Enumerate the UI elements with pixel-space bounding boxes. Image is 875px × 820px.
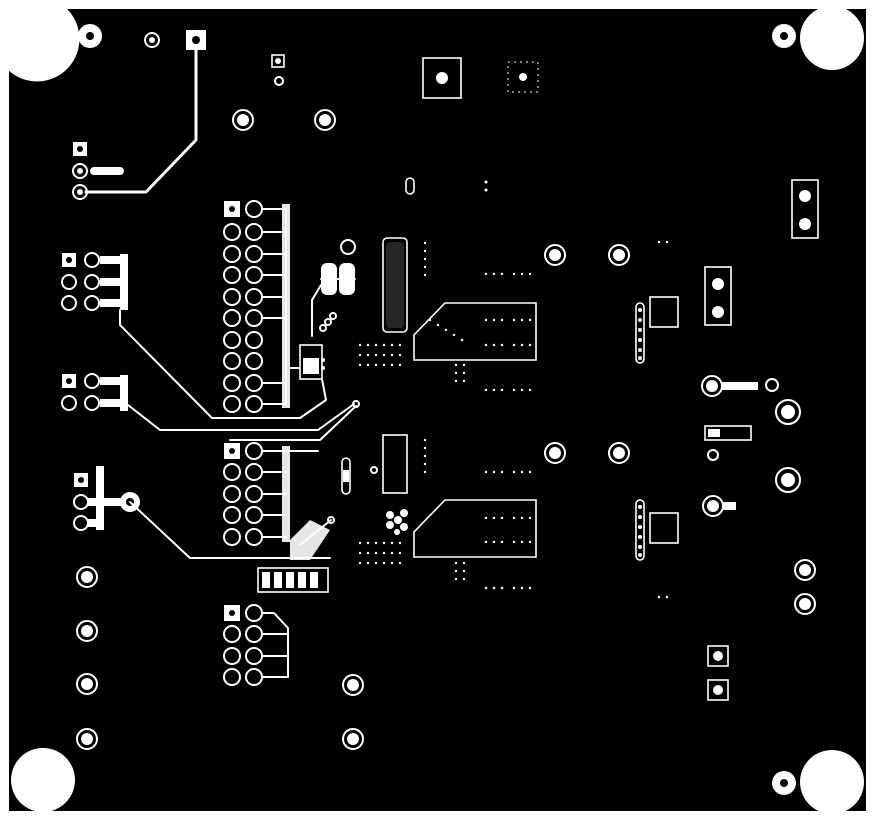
connector-left-lower [73,466,331,750]
connector-header-bottom [223,604,364,750]
top-pads [144,30,539,195]
connector-header-upper [223,200,290,413]
ic-area-lower [358,434,679,599]
connector-header-lower [223,400,360,593]
board-outline [7,7,868,813]
ic-area-upper [358,237,679,392]
right-components [701,179,819,701]
connector-left-mid [61,252,355,431]
component-cluster-center-left [289,239,356,419]
trace-group-upper-left [72,48,198,200]
mounting-holes [7,6,868,814]
